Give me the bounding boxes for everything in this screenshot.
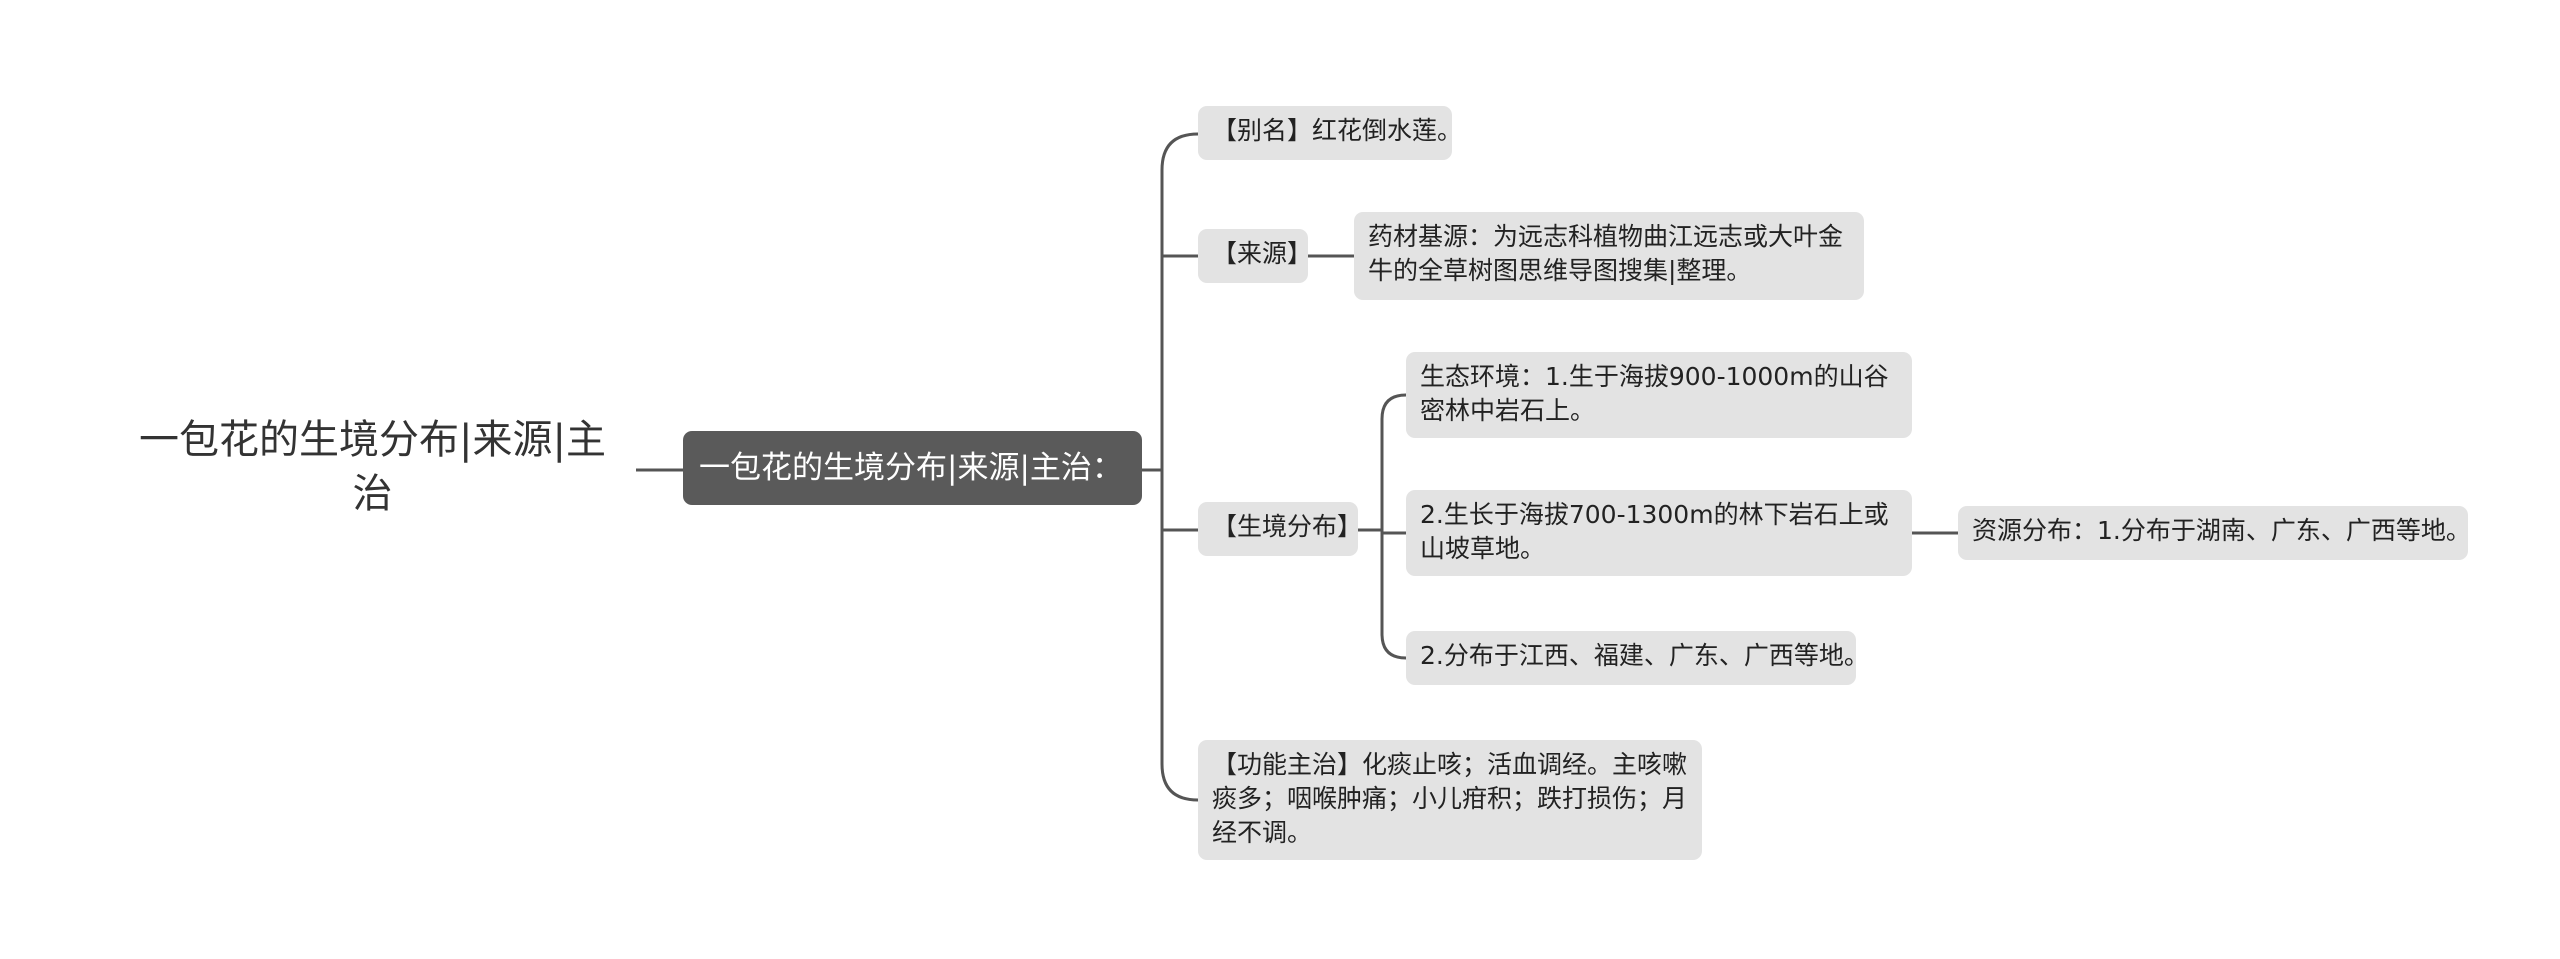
branch-habitat[interactable]: 【生境分布】 [1198,502,1362,556]
source-detail[interactable]: 药材基源：为远志科植物曲江远志或大叶金牛的全草树图思维导图搜集|整理。 [1354,212,1864,300]
habitat-item[interactable]: 2.分布于江西、福建、广东、广西等地。 [1406,631,1869,685]
root-title: 一包花的生境分布|来源|主治 [139,417,606,517]
branch-source[interactable]: 【来源】 [1198,229,1312,283]
habitat-item[interactable]: 生态环境：1.生于海拔900-1000m的山谷密林中岩石上。 [1406,352,1912,438]
connector-habitat-items [1380,393,1407,660]
habitat-item[interactable]: 2.生长于海拔700-1300m的林下岩石上或山坡草地。 [1406,490,1912,576]
branch-function[interactable]: 【功能主治】化痰止咳；活血调经。主咳嗽痰多；咽喉肿痛；小儿疳积；跌打损伤；月经不… [1198,740,1702,860]
branch-alias[interactable]: 【别名】红花倒水莲。 [1198,106,1462,160]
resource-distribution[interactable]: 资源分布：1.分布于湖南、广东、广西等地。 [1958,506,2471,560]
connector-branch-spine [1160,132,1199,802]
center-topic[interactable]: 一包花的生境分布|来源|主治： [683,431,1142,505]
